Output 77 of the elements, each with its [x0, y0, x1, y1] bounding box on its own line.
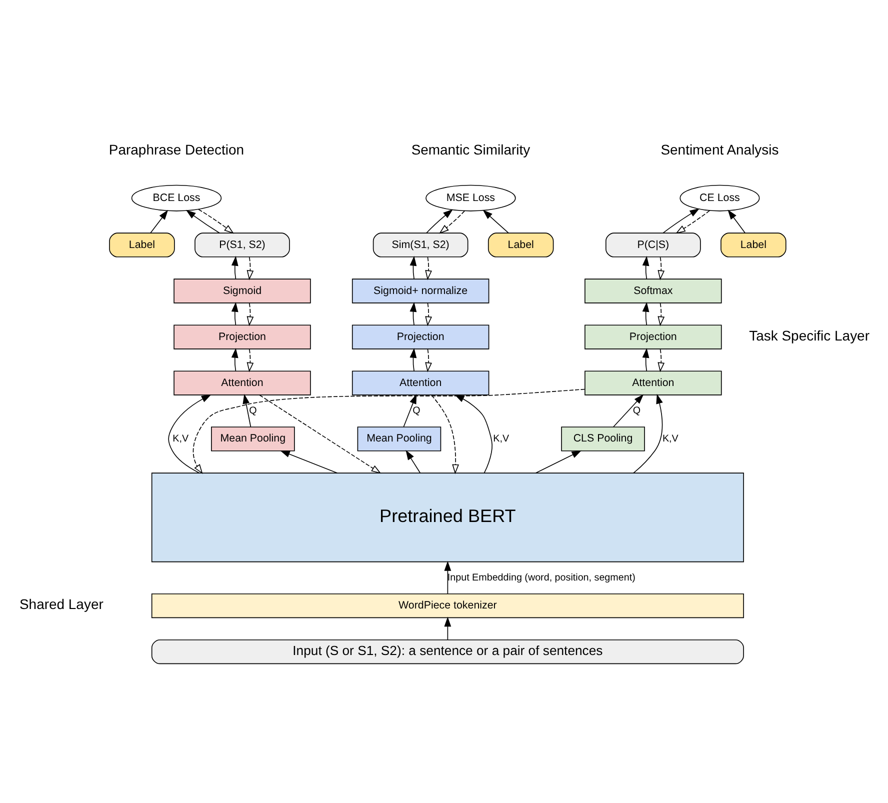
edge-label: Q	[632, 406, 641, 417]
node-box: Label	[109, 232, 175, 258]
edge-label: Q	[249, 406, 257, 417]
node-ellipse: MSE Loss	[426, 184, 516, 212]
node-box: Projection	[352, 324, 490, 350]
node-box: Attention	[584, 370, 722, 396]
label: Task Specific Layer	[749, 327, 870, 344]
arrow	[403, 394, 417, 428]
arrow	[246, 256, 254, 280]
edge-label: K,V	[172, 433, 189, 444]
node-box: Attention	[352, 370, 490, 396]
edge-label: Input Embedding (word, position, segment)	[447, 572, 636, 584]
node-box: Softmax	[584, 278, 722, 304]
node-box: Input (S or S1, S2): a sentence or a pair of sentences	[151, 639, 744, 664]
arrow	[410, 302, 417, 326]
arrow	[231, 302, 238, 326]
arrow	[439, 210, 465, 234]
node-box: WordPiece tokenizer	[151, 593, 744, 618]
arrow	[259, 394, 382, 474]
edge-label: K,V	[662, 433, 678, 444]
node-box: Sigmoid+ normalize	[352, 278, 490, 304]
arrow	[426, 209, 453, 234]
node-box: Projection	[584, 324, 722, 350]
arrow	[454, 394, 492, 474]
arrow	[642, 302, 650, 326]
arrow	[186, 210, 220, 234]
arrow	[425, 302, 432, 326]
node-box: Sim(S1, S2)	[372, 232, 468, 258]
node-box: P(C|S)	[606, 232, 701, 258]
arrow	[168, 394, 212, 474]
arrow	[198, 208, 234, 234]
arrow	[535, 450, 582, 474]
arrow	[431, 394, 460, 474]
edge-label: Q	[412, 406, 420, 417]
node-box: Sigmoid	[174, 278, 311, 304]
label: Paraphrase Detection	[108, 142, 244, 158]
node-ellipse: CE Loss	[680, 184, 760, 212]
edge-label: K,V	[493, 433, 510, 444]
node-box: CLS Pooling	[561, 426, 645, 452]
arrow	[613, 394, 644, 428]
arrow	[192, 388, 586, 474]
arrow	[482, 210, 509, 234]
arrow	[406, 450, 421, 474]
arrow	[444, 560, 452, 594]
arrow	[728, 210, 746, 234]
label: Shared Layer	[19, 596, 104, 612]
arrow	[658, 256, 665, 280]
arrow	[642, 256, 650, 280]
arrow	[642, 348, 650, 372]
arrow	[150, 210, 168, 234]
arrow	[280, 450, 338, 474]
arrow	[410, 256, 417, 280]
label: Sentiment Analysis	[660, 142, 779, 158]
arrow	[246, 302, 254, 326]
arrow	[410, 348, 417, 372]
arrow	[633, 394, 663, 474]
arrow	[231, 348, 238, 372]
arrow	[242, 394, 252, 428]
node-ellipse: BCE Loss	[131, 184, 222, 212]
label: Semantic Similarity	[411, 142, 530, 158]
node-box: Mean Pooling	[357, 426, 442, 452]
arrow	[231, 256, 238, 280]
node-box: Mean Pooling	[211, 426, 295, 452]
node-box: Label	[720, 232, 786, 258]
node-box: P(S1, S2)	[194, 232, 290, 258]
node-box: Label	[488, 232, 554, 258]
arrow	[425, 348, 432, 372]
node-box: Attention	[174, 370, 311, 396]
arrow	[662, 208, 700, 234]
node-box: Projection	[174, 324, 311, 350]
node-box: Pretrained BERT	[151, 472, 744, 562]
arrow	[246, 348, 254, 372]
arrow	[658, 302, 665, 326]
arrow	[658, 348, 665, 372]
arrow	[676, 210, 710, 234]
arrow	[425, 256, 432, 280]
arrow	[444, 616, 452, 640]
